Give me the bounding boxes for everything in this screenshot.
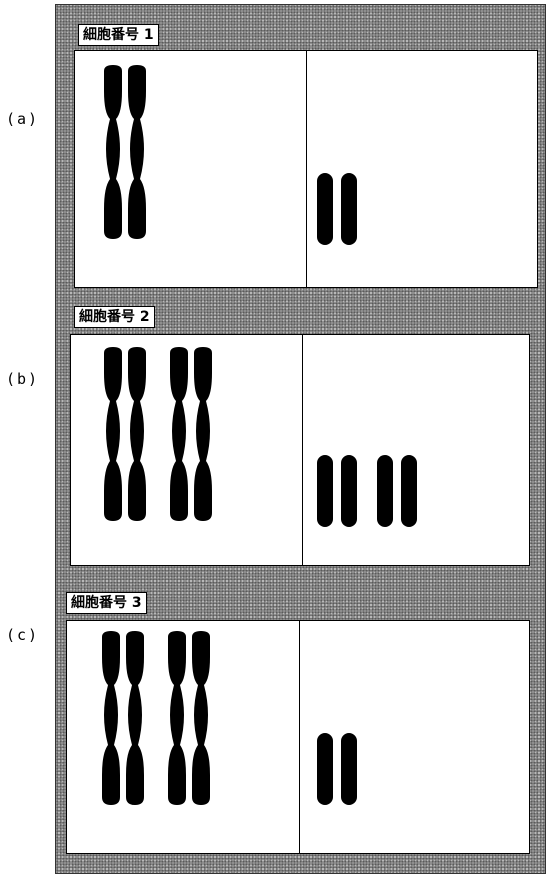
rod [317, 173, 333, 245]
rod [341, 173, 357, 245]
cell-2-rods [315, 453, 435, 533]
chromatid-left [168, 631, 186, 805]
rod [317, 733, 333, 805]
chromatid-right [192, 631, 210, 805]
cell-2-label: 細胞番号 2 [74, 306, 155, 328]
cell-1-chromosome-pair [97, 61, 157, 245]
row-label-c: (c) [6, 626, 39, 644]
cell-1-rods [315, 171, 375, 251]
cell-3-divider [299, 621, 300, 853]
cell-3-label: 細胞番号 3 [66, 592, 147, 614]
chromatid-left [104, 65, 122, 239]
cell-2-chromosome-pair-1 [97, 343, 157, 527]
row-label-a: (a) [6, 110, 39, 128]
cell-2-divider [302, 335, 303, 565]
cell-1-label: 細胞番号 1 [78, 24, 159, 46]
rod [377, 455, 393, 527]
cell-3-panel [66, 620, 530, 854]
rod [401, 455, 417, 527]
chromatid-left [102, 631, 120, 805]
chromatid-right [194, 347, 212, 521]
chromatid-right [126, 631, 144, 805]
chromatid-right [128, 347, 146, 521]
chromatid-left [104, 347, 122, 521]
cell-1-divider [306, 51, 307, 287]
rod [341, 455, 357, 527]
rod [317, 455, 333, 527]
cell-2-panel [70, 334, 530, 566]
cell-3-chromosome-pair-1 [95, 627, 155, 811]
cell-3-rods [315, 731, 375, 811]
cell-2-chromosome-pair-2 [163, 343, 223, 527]
chromatid-right [128, 65, 146, 239]
cell-3-chromosome-pair-2 [161, 627, 221, 811]
chromatid-left [170, 347, 188, 521]
rod [341, 733, 357, 805]
row-label-b: (b) [6, 370, 39, 388]
cell-1-panel [74, 50, 538, 288]
